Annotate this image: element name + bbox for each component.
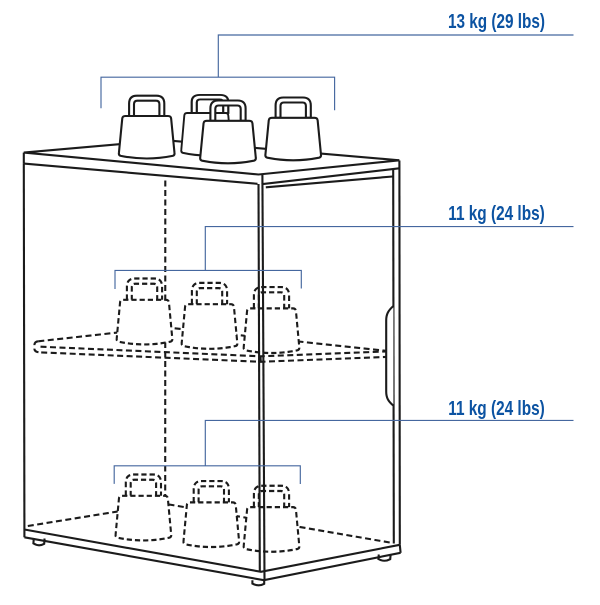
svg-text:13 kg (29 lbs): 13 kg (29 lbs)	[448, 11, 545, 33]
svg-text:11 kg (24 lbs): 11 kg (24 lbs)	[448, 203, 545, 225]
svg-text:11 kg (24 lbs): 11 kg (24 lbs)	[448, 398, 545, 420]
